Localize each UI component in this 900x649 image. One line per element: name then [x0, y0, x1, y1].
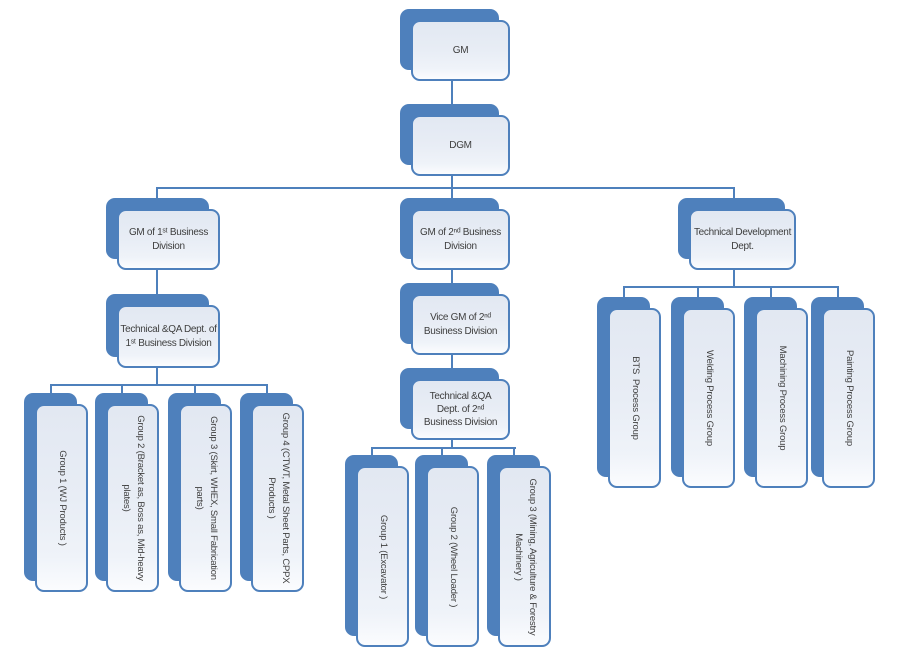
node-div2-group1[interactable]: Group 1 (Excavator ) — [345, 455, 409, 647]
node-label: Group 1 (WJ Products ) — [56, 450, 68, 546]
node-gm[interactable]: GM — [400, 9, 510, 81]
node-gm-1st-division[interactable]: GM of 1ˢᵗ Business Division — [106, 198, 220, 270]
node-label: Technical Development Dept. — [693, 227, 792, 252]
connector — [770, 287, 772, 298]
connector — [451, 175, 453, 188]
node-label: GM of 1ˢᵗ Business Division — [128, 227, 209, 252]
connector — [441, 448, 443, 456]
node-label: Welding Process Group — [703, 350, 715, 446]
node-dgm[interactable]: DGM — [400, 104, 510, 176]
connector — [50, 385, 52, 394]
connector — [371, 447, 516, 449]
node-painting-process-group[interactable]: Painting Process Group — [811, 297, 875, 488]
connector — [451, 439, 453, 449]
node-div1-group1[interactable]: Group 1 (WJ Products ) — [24, 393, 88, 592]
node-label: Technical &QA Dept. of 2ⁿᵈ Business Divi… — [423, 390, 498, 429]
connector — [121, 385, 123, 394]
node-label: BTS Process Group — [629, 356, 641, 440]
node-div1-group2[interactable]: Group 2 (Bracket as, Boss as, Mid-heavy … — [95, 393, 159, 592]
node-label: Group 1 (Excavator ) — [377, 514, 389, 599]
connector — [451, 354, 453, 369]
node-label: Group 2 (Bracket as, Boss as, Mid-heavy … — [120, 415, 146, 581]
connector — [156, 367, 158, 385]
node-welding-process-group[interactable]: Welding Process Group — [671, 297, 735, 488]
node-tech-qa-dept-1st[interactable]: Technical &QA Dept. of 1ˢᵗ Business Divi… — [106, 294, 220, 368]
node-label: Vice GM of 2ⁿᵈ Business Division — [423, 312, 498, 337]
node-label: Painting Process Group — [843, 350, 855, 446]
connector — [266, 385, 268, 394]
connector — [697, 287, 699, 298]
node-technical-development-dept[interactable]: Technical Development Dept. — [678, 198, 796, 270]
connector — [156, 268, 158, 295]
node-label: Group 4 (CTWT, Metal Sheet Parts, CPPX P… — [265, 412, 291, 584]
node-machining-process-group[interactable]: Machining Process Group — [744, 297, 808, 488]
node-label: DGM — [449, 139, 472, 151]
node-tech-qa-dept-2nd[interactable]: Technical &QA Dept. of 2ⁿᵈ Business Divi… — [400, 368, 510, 440]
node-vice-gm-2nd[interactable]: Vice GM of 2ⁿᵈ Business Division — [400, 283, 510, 355]
node-label: Group 3 (Mining, Agriculture & Forestry … — [512, 478, 538, 635]
node-label: Machining Process Group — [776, 345, 788, 451]
connector — [513, 448, 515, 456]
node-label: Technical &QA Dept. of 1ˢᵗ Business Divi… — [120, 324, 217, 349]
connector — [194, 385, 196, 394]
connector — [733, 188, 735, 199]
connector — [50, 384, 268, 386]
node-label: Group 3 (Skirt, WHEX, Small Fabrication … — [193, 416, 219, 580]
node-div2-group3[interactable]: Group 3 (Mining, Agriculture & Forestry … — [487, 455, 551, 647]
connector — [451, 188, 453, 199]
node-gm-2nd-division[interactable]: GM of 2ⁿᵈ Business Division — [400, 198, 510, 270]
connector — [837, 287, 839, 298]
connector — [156, 187, 735, 189]
connector — [451, 269, 453, 284]
node-label: GM of 2ⁿᵈ Business Division — [420, 227, 501, 252]
node-bts-process-group[interactable]: BTS Process Group — [597, 297, 661, 488]
connector — [623, 286, 839, 288]
node-div2-group2[interactable]: Group 2 (Wheel Loader ) — [415, 455, 479, 647]
node-div1-group3[interactable]: Group 3 (Skirt, WHEX, Small Fabrication … — [168, 393, 232, 592]
connector — [371, 448, 373, 456]
connector — [156, 188, 158, 199]
node-div1-group4[interactable]: Group 4 (CTWT, Metal Sheet Parts, CPPX P… — [240, 393, 304, 592]
node-label: Group 2 (Wheel Loader ) — [447, 506, 459, 607]
connector — [451, 79, 453, 105]
connector — [623, 287, 625, 298]
node-label: GM — [452, 44, 469, 56]
connector — [733, 269, 735, 288]
